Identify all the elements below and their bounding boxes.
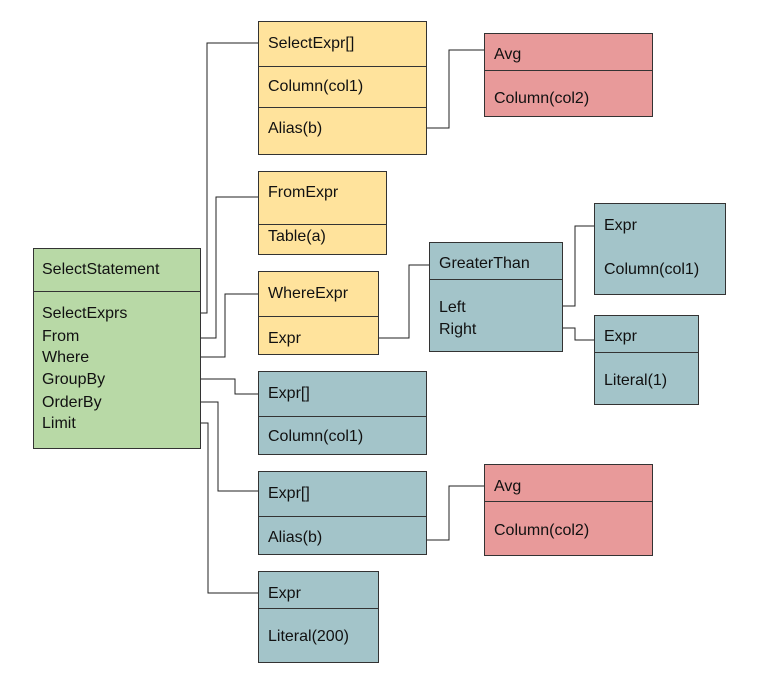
divider <box>259 224 386 225</box>
order-avg-title: Avg <box>494 478 522 495</box>
divider <box>34 291 200 292</box>
group-by-title: Expr[] <box>268 385 310 402</box>
select-expr-alias: Alias(b) <box>268 120 323 137</box>
select-expr-column: Column(col1) <box>268 78 364 95</box>
field-where: Where <box>42 349 90 366</box>
greater-than-right: Right <box>439 321 477 338</box>
group-by-node: Expr[] Column(col1) <box>258 371 427 455</box>
field-groupby: GroupBy <box>42 371 106 388</box>
field-limit: Limit <box>42 415 76 432</box>
select-expr-node: SelectExpr[] Column(col1) Alias(b) <box>258 21 427 155</box>
divider <box>259 516 426 517</box>
from-expr-table: Table(a) <box>268 228 326 245</box>
greater-than-left: Left <box>439 299 466 316</box>
field-orderby: OrderBy <box>42 394 102 411</box>
divider <box>259 107 426 108</box>
limit-expr-title: Expr <box>268 585 301 602</box>
gt-left-expr-title: Expr <box>604 217 637 234</box>
select-statement-title: SelectStatement <box>42 261 160 278</box>
divider <box>430 279 562 280</box>
gt-left-expr-node: Expr Column(col1) <box>594 203 726 295</box>
divider <box>485 70 652 71</box>
order-by-value: Alias(b) <box>268 529 323 546</box>
select-avg-column: Column(col2) <box>494 90 590 107</box>
select-statement-node: SelectStatement SelectExprs From Where G… <box>33 248 201 449</box>
where-expr-title: WhereExpr <box>268 285 349 302</box>
select-avg-node: Avg Column(col2) <box>484 33 653 117</box>
where-expr-expr: Expr <box>268 330 301 347</box>
from-expr-title: FromExpr <box>268 184 339 201</box>
select-avg-title: Avg <box>494 46 522 63</box>
divider <box>485 501 652 502</box>
divider <box>259 316 378 317</box>
order-avg-column: Column(col2) <box>494 522 590 539</box>
limit-expr-node: Expr Literal(200) <box>258 571 379 663</box>
divider <box>259 416 426 417</box>
gt-right-expr-node: Expr Literal(1) <box>594 315 699 405</box>
divider <box>259 608 378 609</box>
gt-right-expr-value: Literal(1) <box>604 372 668 389</box>
limit-expr-value: Literal(200) <box>268 628 349 645</box>
order-avg-node: Avg Column(col2) <box>484 464 653 556</box>
greater-than-node: GreaterThan Left Right <box>429 242 563 352</box>
field-selectexprs: SelectExprs <box>42 305 128 322</box>
divider <box>595 352 698 353</box>
where-expr-node: WhereExpr Expr <box>258 271 379 355</box>
order-by-title: Expr[] <box>268 485 310 502</box>
order-by-node: Expr[] Alias(b) <box>258 471 427 555</box>
field-from: From <box>42 328 80 345</box>
gt-left-expr-value: Column(col1) <box>604 261 700 278</box>
select-expr-title: SelectExpr[] <box>268 35 355 52</box>
divider <box>259 66 426 67</box>
from-expr-node: FromExpr Table(a) <box>258 171 387 255</box>
group-by-value: Column(col1) <box>268 428 364 445</box>
gt-right-expr-title: Expr <box>604 328 637 345</box>
greater-than-title: GreaterThan <box>439 255 530 272</box>
